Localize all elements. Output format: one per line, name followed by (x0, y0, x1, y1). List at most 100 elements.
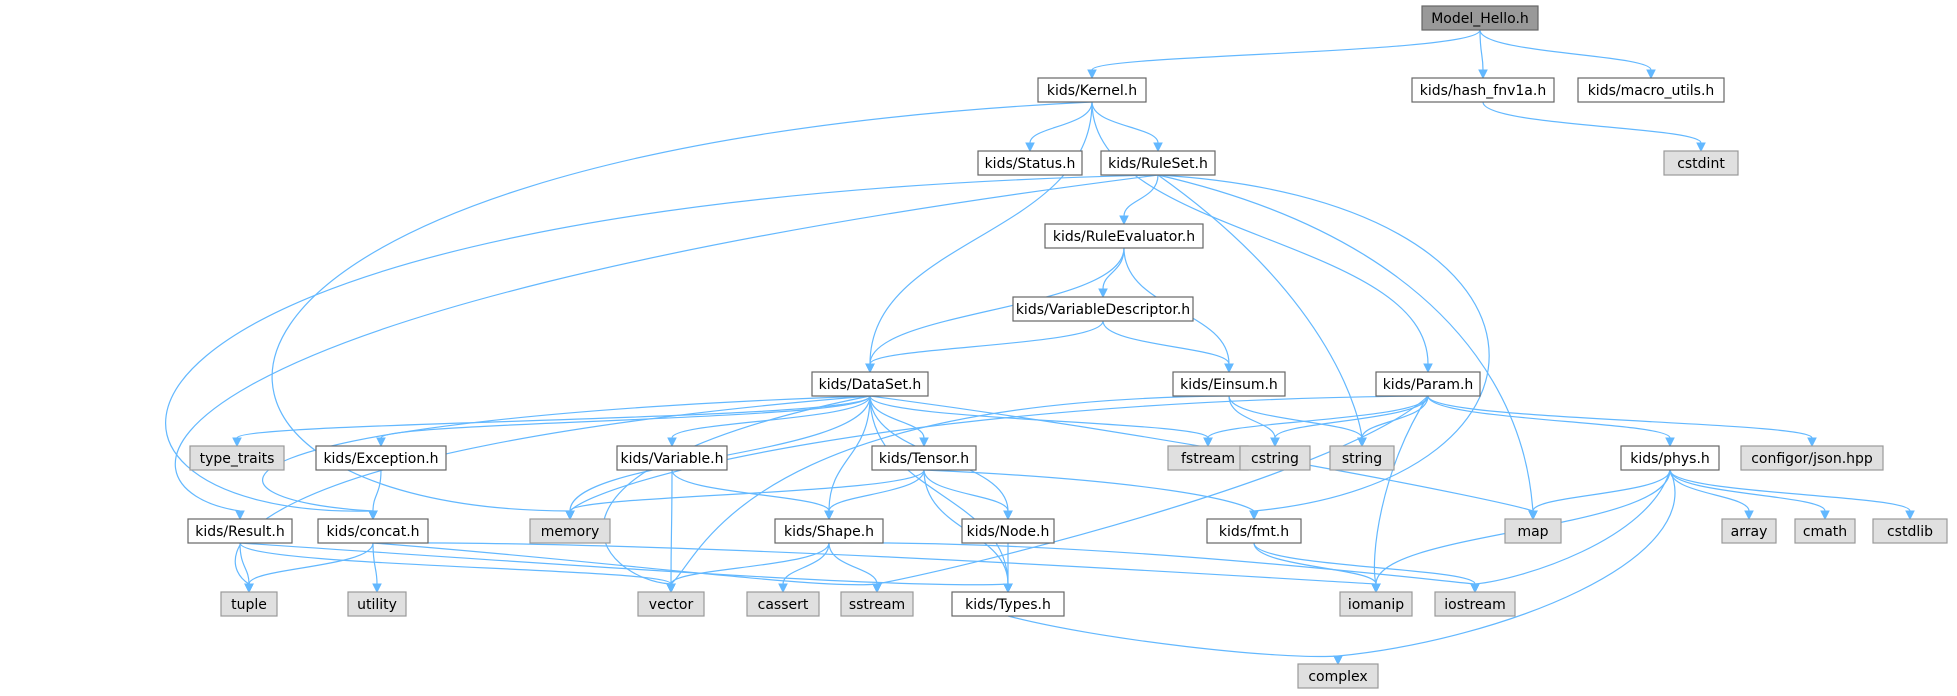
node-box (774, 518, 884, 544)
edge-line (923, 469, 1009, 512)
edge-line (670, 542, 830, 585)
node-label: cstring (1251, 451, 1299, 467)
node-variable[interactable]: kids/Variable.h (616, 445, 728, 471)
edge-line (828, 395, 871, 512)
edge-arrowhead (232, 437, 242, 448)
node-box (189, 445, 285, 471)
node-hash_fnv1a[interactable]: kids/hash_fnv1a.h (1411, 77, 1555, 103)
node-phys[interactable]: kids/phys.h (1620, 445, 1720, 471)
edge-arrowhead (368, 510, 378, 521)
node-fmt[interactable]: kids/fmt.h (1206, 518, 1302, 544)
node-box (1721, 518, 1777, 544)
edge-arrowhead (667, 437, 677, 448)
edge-arrowhead (1025, 142, 1035, 153)
node-box (1239, 445, 1311, 471)
nodes-layer: Model_Hello.h kids/Kernel.h kids/hash_fnv1… (187, 5, 1948, 689)
edge-line (372, 469, 382, 512)
edge-param-to-phys (1427, 395, 1675, 448)
node-fstream: fstream (1167, 445, 1249, 471)
edge-phys-to-cmath (1669, 469, 1830, 521)
edge-hash_fnv1a-to-cstdint (1482, 101, 1706, 153)
edge-line (1479, 29, 1484, 71)
edge-arrowhead (1224, 363, 1234, 374)
edge-fmt-to-iostream (1253, 542, 1480, 594)
edge-shape-to-sstream (828, 542, 882, 594)
edge-arrowhead (778, 583, 788, 594)
node-cstring: cstring (1239, 445, 1311, 471)
edge-arrowhead (1249, 510, 1259, 521)
edge-concat-to-utility (372, 542, 382, 594)
edge-dataset-to-tensor (869, 395, 929, 448)
edge-shape-to-cassert (778, 542, 830, 594)
node-concat[interactable]: kids/concat.h (317, 518, 429, 544)
edge-line (1157, 174, 1490, 512)
edge-line (1157, 174, 1534, 512)
node-node[interactable]: kids/Node.h (961, 518, 1055, 544)
edge-line (372, 542, 378, 585)
edge-line (828, 542, 878, 585)
node-dataset[interactable]: kids/DataSet.h (811, 371, 929, 397)
node-label: kids/fmt.h (1219, 524, 1289, 540)
node-label: kids/Status.h (985, 156, 1076, 172)
node-box (1375, 371, 1481, 397)
node-label: vector (649, 597, 694, 613)
edge-variable-to-shape (671, 469, 834, 521)
edge-arrowhead (1371, 583, 1381, 594)
node-box (1012, 296, 1194, 322)
node-label: Model_Hello.h (1431, 11, 1529, 27)
node-ruleevaluator[interactable]: kids/RuleEvaluator.h (1044, 223, 1204, 249)
node-label: configor/json.hpp (1751, 451, 1873, 467)
edge-arrowhead (872, 583, 882, 594)
edge-line (236, 395, 871, 439)
node-label: complex (1308, 669, 1367, 685)
node-box (529, 518, 611, 544)
edge-line (1228, 395, 1363, 439)
node-shape[interactable]: kids/Shape.h (774, 518, 884, 544)
node-label: kids/Variable.h (621, 451, 724, 467)
node-label: kids/VariableDescriptor.h (1016, 302, 1190, 318)
edge-arrowhead (1470, 583, 1480, 594)
edge-phys-to-iostream (1470, 469, 1671, 594)
node-label: kids/DataSet.h (819, 377, 922, 393)
node-box (746, 591, 820, 617)
node-types[interactable]: kids/Types.h (951, 591, 1065, 617)
node-result[interactable]: kids/Result.h (187, 518, 293, 544)
node-box (1620, 445, 1720, 471)
edge-arrowhead (824, 510, 834, 521)
node-box (840, 591, 914, 617)
node-kernel[interactable]: kids/Kernel.h (1037, 77, 1147, 103)
node-tensor[interactable]: kids/Tensor.h (871, 445, 977, 471)
edge-line (869, 320, 1104, 365)
edge-model_hello-to-kernel (1087, 29, 1481, 80)
edge-param-to-fstream (1203, 395, 1429, 448)
edge-line (1123, 174, 1159, 217)
node-model_hello[interactable]: Model_Hello.h (1421, 5, 1539, 31)
edge-line (671, 469, 830, 512)
node-param[interactable]: kids/Param.h (1375, 371, 1481, 397)
node-box (1167, 445, 1249, 471)
edge-arrowhead (1003, 583, 1013, 594)
node-status[interactable]: kids/Status.h (977, 150, 1083, 176)
node-label: kids/Result.h (195, 524, 284, 540)
edge-arrowhead (372, 583, 382, 594)
node-cassert: cassert (746, 591, 820, 617)
node-box (1206, 518, 1302, 544)
edge-line (569, 395, 1429, 512)
node-label: kids/Param.h (1383, 377, 1474, 393)
node-box (1434, 591, 1516, 617)
node-macro_utils[interactable]: kids/macro_utils.h (1577, 77, 1725, 103)
edge-arrowhead (1087, 69, 1097, 80)
node-einsum[interactable]: kids/Einsum.h (1172, 371, 1286, 397)
edge-param-to-iomanip (1371, 395, 1429, 594)
node-variabledescriptor[interactable]: kids/VariableDescriptor.h (1012, 296, 1194, 322)
node-string: string (1329, 445, 1395, 471)
edge-line (1007, 615, 1339, 658)
edge-arrowhead (666, 583, 676, 594)
node-box (1504, 518, 1562, 544)
edge-line (1427, 395, 1671, 439)
node-label: kids/RuleSet.h (1108, 156, 1208, 172)
node-exception[interactable]: kids/Exception.h (315, 445, 447, 471)
node-ruleset[interactable]: kids/RuleSet.h (1100, 150, 1216, 176)
edge-line (1102, 320, 1230, 365)
edge-line (239, 542, 1009, 586)
